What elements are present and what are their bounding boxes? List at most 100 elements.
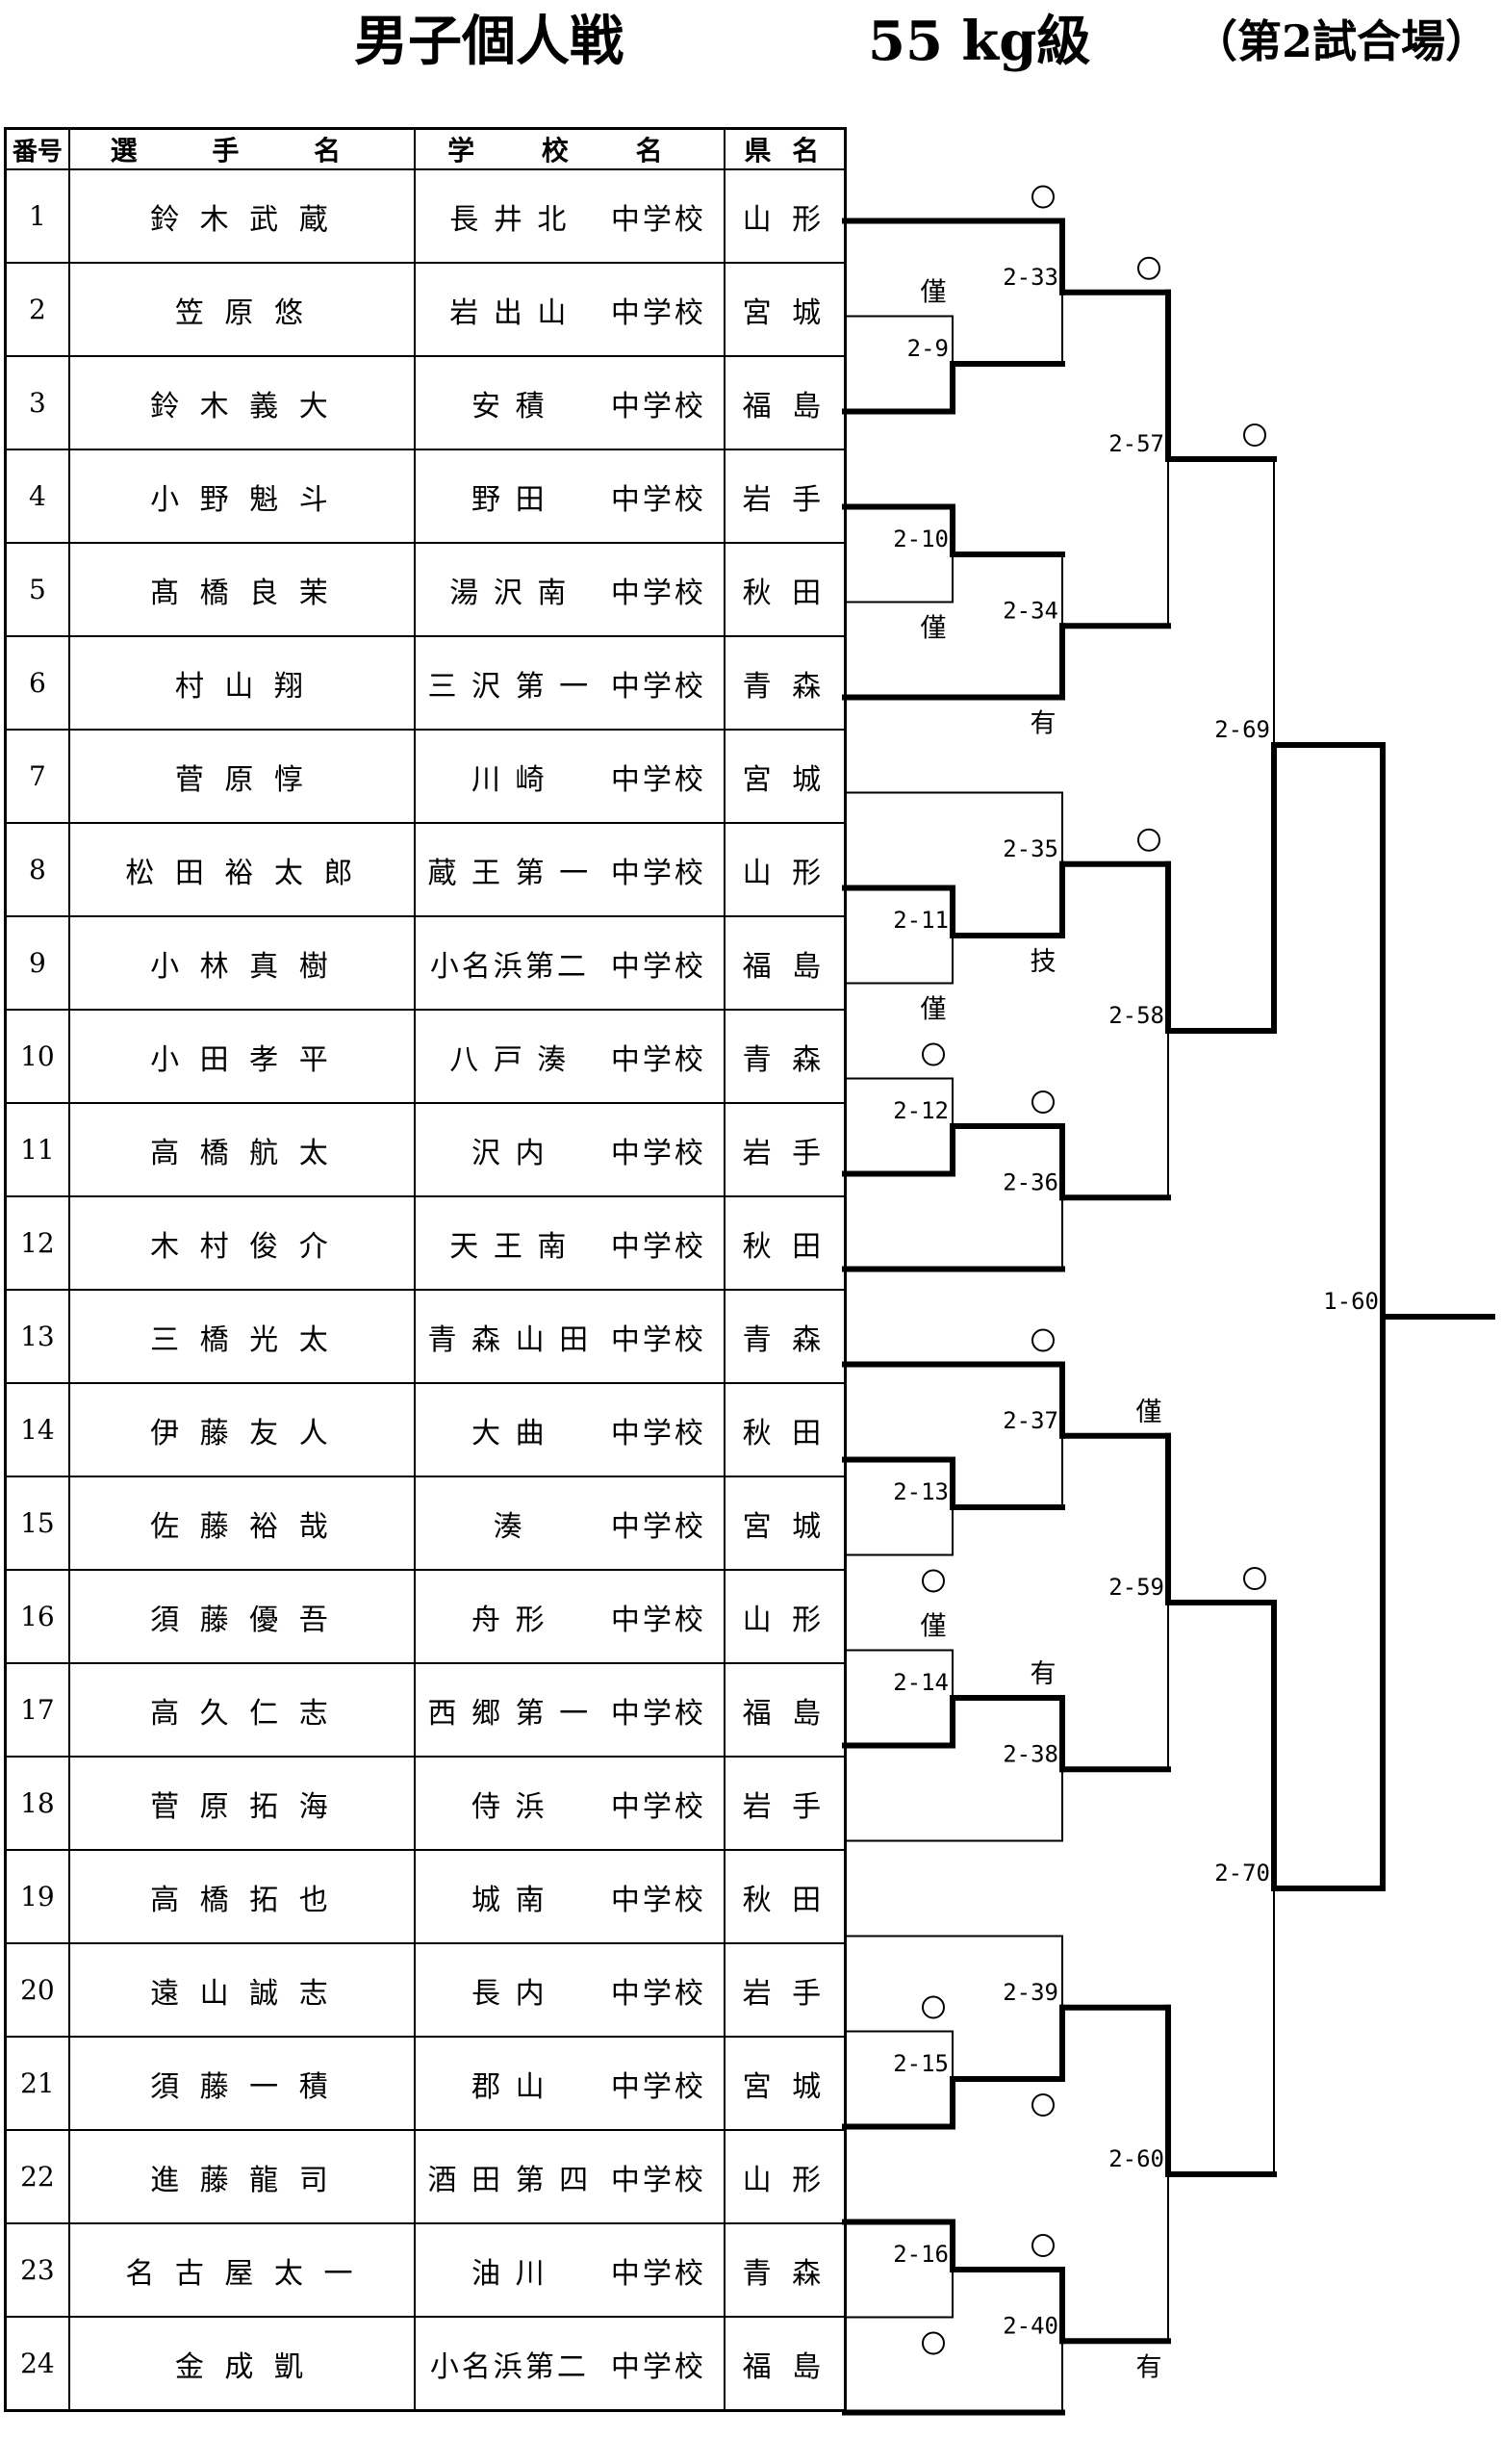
player-name: 進 藤 龍 司: [67, 2129, 416, 2224]
school-base-name: 酒 田 第 四: [427, 2163, 592, 2197]
prefecture: 山 形: [723, 168, 847, 264]
school-base-name: 蔵 王 第 一: [427, 856, 592, 890]
school-suffix: 中学校: [610, 1696, 706, 1731]
school-suffix: 中学校: [610, 1603, 706, 1637]
match-label: 2-39: [1003, 1979, 1058, 2006]
school-name: 川 崎中学校: [413, 729, 726, 824]
prefecture: 福 島: [723, 2316, 847, 2412]
school-suffix: 中学校: [610, 669, 706, 704]
school-base-name: 湯 沢 南: [449, 576, 570, 610]
match-label: 2-34: [1003, 597, 1058, 624]
player-number: 10: [4, 1009, 70, 1104]
school-name: 八 戸 湊中学校: [413, 1009, 726, 1104]
match-result: 僅: [921, 995, 947, 1025]
venue-label: （第2試合場）: [1193, 15, 1490, 67]
player-name: 三 橋 光 太: [67, 1289, 416, 1384]
school-suffix: 中学校: [610, 1883, 706, 1917]
prefecture: 福 島: [723, 1662, 847, 1758]
prefecture: 秋 田: [723, 1195, 847, 1291]
player-name: 笠 原 悠: [67, 262, 416, 357]
school-name: 蔵 王 第 一中学校: [413, 822, 726, 917]
school-suffix: 中学校: [610, 2069, 706, 2104]
player-number: 20: [4, 1942, 70, 2038]
match-label: 2-13: [893, 1478, 949, 1505]
player-number: 5: [4, 542, 70, 637]
player-number: 1: [4, 168, 70, 264]
prefecture: 岩 手: [723, 449, 847, 544]
prefecture: 山 形: [723, 1569, 847, 1664]
school-name: 酒 田 第 四中学校: [413, 2129, 726, 2224]
player-name: 高 橋 拓 也: [67, 1849, 416, 1944]
school-suffix: 中学校: [610, 1976, 706, 2011]
school-name: 長 内 中学校: [413, 1942, 726, 2038]
match-label: 2-58: [1108, 1002, 1164, 1029]
school-base-name: 青 森 山 田: [427, 1322, 592, 1357]
prefecture: 宮 城: [723, 2036, 847, 2131]
player-name: 須 藤 優 吾: [67, 1569, 416, 1664]
match-result: [922, 1569, 945, 1593]
match-result: [1031, 1328, 1055, 1352]
match-result: 有: [1031, 1659, 1056, 1689]
player-name: 鈴 木 義 大: [67, 355, 416, 450]
prefecture: 青 森: [723, 1009, 847, 1104]
match-result: 僅: [921, 278, 947, 308]
player-name: 松 田 裕 太 郎: [67, 822, 416, 917]
player-number: 24: [4, 2316, 70, 2412]
page-title: 男子個人戦: [354, 10, 624, 73]
school-base-name: 八 戸 湊: [449, 1042, 570, 1077]
school-name: 沢 内中学校: [413, 1102, 726, 1197]
player-name: 須 藤 一 積: [67, 2036, 416, 2131]
player-number: 11: [4, 1102, 70, 1197]
school-base-name: 三 沢 第 一: [427, 669, 592, 704]
player-name: 高 久 仁 志: [67, 1662, 416, 1758]
school-suffix: 中学校: [610, 1229, 706, 1264]
school-base-name: 長 井 北: [449, 202, 570, 237]
school-base-name: 侍 浜: [471, 1789, 547, 1824]
player-number: 21: [4, 2036, 70, 2131]
school-base-name: 郡 山: [471, 2069, 547, 2104]
school-name: 侍 浜中学校: [413, 1756, 726, 1851]
school-name: 舟 形中学校: [413, 1569, 726, 1664]
player-name: 金 成 凱: [67, 2316, 416, 2412]
player-name: 佐 藤 裕 哉: [67, 1476, 416, 1571]
match-result: [1031, 185, 1055, 209]
player-name: 村 山 翔: [67, 635, 416, 731]
prefecture: 青 森: [723, 2222, 847, 2318]
player-number: 12: [4, 1195, 70, 1291]
player-name: 伊 藤 友 人: [67, 1382, 416, 1477]
school-base-name: 長 内: [471, 1976, 547, 2011]
school-base-name: 小名浜第二: [429, 949, 589, 984]
school-name: 青 森 山 田中学校: [413, 1289, 726, 1384]
player-name: 小 野 魁 斗: [67, 449, 416, 544]
school-suffix: 中学校: [610, 482, 706, 517]
player-number: 9: [4, 915, 70, 1011]
school-suffix: 中学校: [610, 295, 706, 330]
roster-header-row: 番号 選 手 名 学 校 名 県 名: [4, 127, 847, 170]
match-result: 有: [1031, 709, 1056, 739]
match-result: 僅: [1136, 1398, 1162, 1427]
school-name: 三 沢 第 一中学校: [413, 635, 726, 731]
prefecture: 岩 手: [723, 1102, 847, 1197]
player-name: 菅 原 拓 海: [67, 1756, 416, 1851]
player-name: 菅 原 惇: [67, 729, 416, 824]
match-label: 2-10: [893, 526, 949, 552]
school-name: 大 曲中学校: [413, 1382, 726, 1477]
player-number: 3: [4, 355, 70, 450]
school-name: 小名浜第二中学校: [413, 2316, 726, 2412]
prefecture: 岩 手: [723, 1942, 847, 2038]
school-name: 湯 沢 南中学校: [413, 542, 726, 637]
player-name: 遠 山 誠 志: [67, 1942, 416, 2038]
header-number: 番号: [4, 127, 70, 170]
match-label: 2-15: [893, 2050, 949, 2077]
player-name: 木 村 俊 介: [67, 1195, 416, 1291]
